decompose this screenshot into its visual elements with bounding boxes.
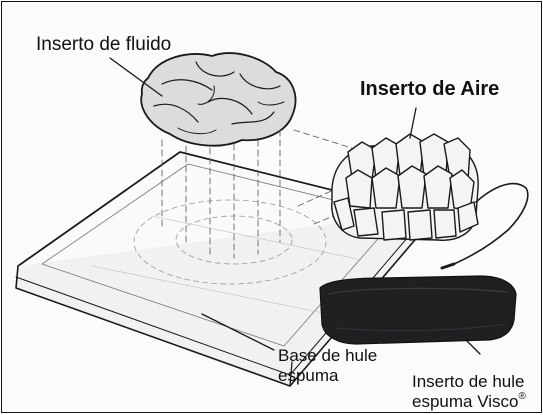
foam-base-label-line1: Base de hule: [278, 346, 378, 365]
foam-base-label-line2: espuma: [278, 365, 339, 385]
visco-insert-label: Inserto de hule espuma Visco®: [412, 372, 526, 411]
fluid-insert-label: Inserto de fluido: [36, 34, 172, 55]
visco-insert-label-line2: espuma Visco®: [412, 390, 526, 412]
fluid-guide-lines: [161, 129, 281, 259]
air-insert-label: Inserto de Aire: [360, 78, 500, 100]
leader-lines: [109, 57, 481, 355]
air-insert-illustration: [331, 133, 479, 241]
registered-mark: ®: [518, 390, 526, 402]
foam-base: [15, 151, 421, 387]
air-valve-tube: [440, 182, 529, 270]
visco-insert-label-line1: Inserto de hule: [412, 372, 525, 391]
visco-insert-label-text: espuma Visco: [412, 391, 519, 411]
fluid-insert-illustration: [140, 52, 297, 147]
foam-base-label: Base de hule espuma: [278, 346, 377, 385]
visco-foam-insert-illustration: [319, 275, 517, 345]
